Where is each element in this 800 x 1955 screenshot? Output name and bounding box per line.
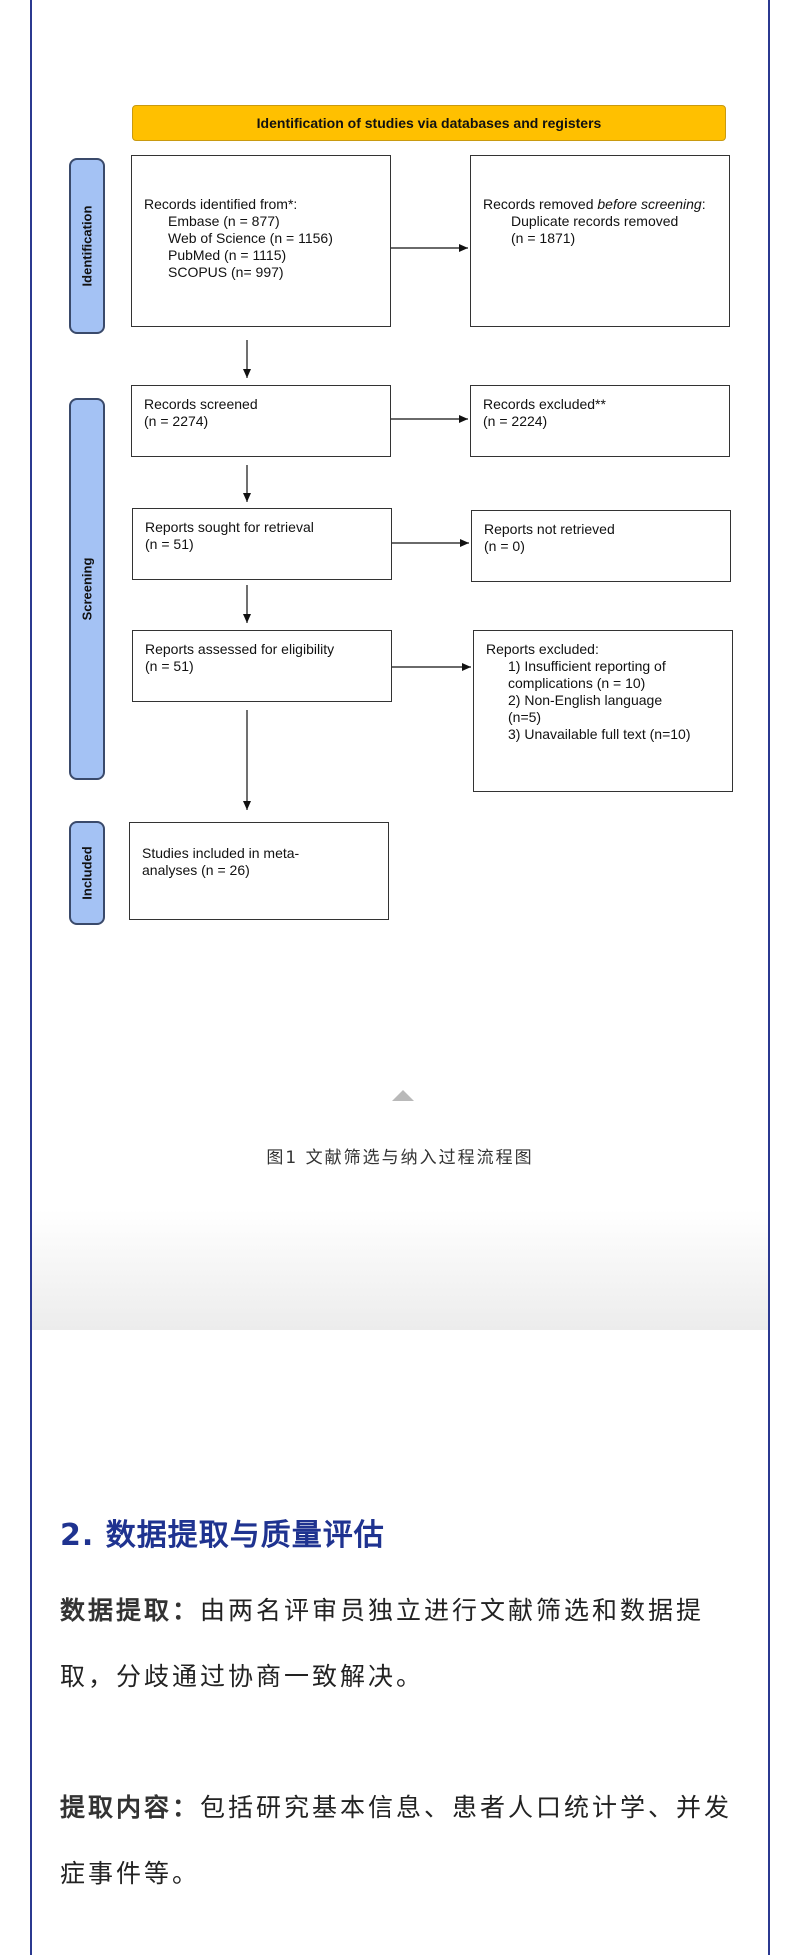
excluded-reason: (n=5) <box>508 709 542 725</box>
paragraph-label: 提取内容： <box>60 1793 201 1822</box>
box-title: Records identified from*: <box>144 196 298 212</box>
records-identified-box: Records identified from*: Embase (n = 87… <box>131 155 391 327</box>
paragraph-text: 由两名评审员独立进行文献筛选和数据提取，分歧通过协商一致解决。 <box>60 1596 705 1691</box>
box-title: Reports sought for retrieval <box>145 519 314 535</box>
excluded-reason: 3) Unavailable full text (n=10) <box>508 726 691 742</box>
figure-area: Identification of studies via databases … <box>32 0 768 1330</box>
figure-bottom-fade <box>32 1210 768 1330</box>
box-title: Records excluded** <box>483 396 606 412</box>
box-title: Reports not retrieved <box>484 521 615 537</box>
source-item: PubMed (n = 1115) <box>168 247 287 263</box>
box-count: (n = 2224) <box>483 413 548 429</box>
phase-screening: Screening <box>69 398 105 780</box>
box-title: Reports excluded: <box>486 641 599 657</box>
flowchart-banner: Identification of studies via databases … <box>132 105 726 141</box>
box-count: analyses (n = 26) <box>142 862 250 878</box>
excluded-reason: 1) Insufficient reporting of <box>508 658 666 674</box>
paragraph-data-extraction: 数据提取：由两名评审员独立进行文献筛选和数据提取，分歧通过协商一致解决。 <box>60 1578 750 1710</box>
box-count: (n = 0) <box>484 538 525 554</box>
paragraph-label: 数据提取： <box>60 1596 201 1625</box>
source-item: Embase (n = 877) <box>168 213 280 229</box>
section-heading: 2. 数据提取与质量评估 <box>60 1518 385 1553</box>
removed-count: (n = 1871) <box>511 230 576 246</box>
records-removed-box: Records removed before screening: Duplic… <box>470 155 730 327</box>
flowchart-arrows <box>243 244 471 810</box>
box-count: (n = 2274) <box>144 413 209 429</box>
box-title: Studies included in meta- <box>142 845 300 861</box>
box-count: (n = 51) <box>145 658 194 674</box>
source-item: Web of Science (n = 1156) <box>168 230 333 246</box>
box-title: Records screened <box>144 396 258 412</box>
box-count: (n = 51) <box>145 536 194 552</box>
reports-not-retrieved-box: Reports not retrieved (n = 0) <box>471 510 731 582</box>
removed-suffix: : <box>701 196 706 212</box>
paragraph-extraction-content: 提取内容：包括研究基本信息、患者人口统计学、并发症事件等。 <box>60 1775 750 1907</box>
box-title: Reports assessed for eligibility <box>145 641 335 657</box>
removed-prefix: Records removed <box>483 196 598 212</box>
excluded-reason: 2) Non-English language <box>508 692 663 708</box>
up-triangle-icon <box>392 1090 414 1101</box>
removed-line: Duplicate records removed <box>511 213 679 229</box>
records-excluded-box: Records excluded** (n = 2224) <box>470 385 730 457</box>
reports-excluded-box: Reports excluded: 1) Insufficient report… <box>473 630 733 792</box>
reports-assessed-box: Reports assessed for eligibility (n = 51… <box>132 630 392 702</box>
excluded-reason: complications (n = 10) <box>508 675 646 691</box>
phase-identification: Identification <box>69 158 105 334</box>
figure-caption: 图1 文献筛选与纳入过程流程图 <box>266 1148 534 1168</box>
paragraph-text: 包括研究基本信息、患者人口统计学、并发症事件等。 <box>60 1793 733 1888</box>
studies-included-box: Studies included in meta- analyses (n = … <box>129 822 389 920</box>
phase-included: Included <box>69 821 105 925</box>
source-item: SCOPUS (n= 997) <box>168 264 284 280</box>
removed-italic: before screening <box>597 196 702 212</box>
article-frame: Identification of studies via databases … <box>30 0 770 1955</box>
records-screened-box: Records screened (n = 2274) <box>131 385 391 457</box>
reports-sought-box: Reports sought for retrieval (n = 51) <box>132 508 392 580</box>
